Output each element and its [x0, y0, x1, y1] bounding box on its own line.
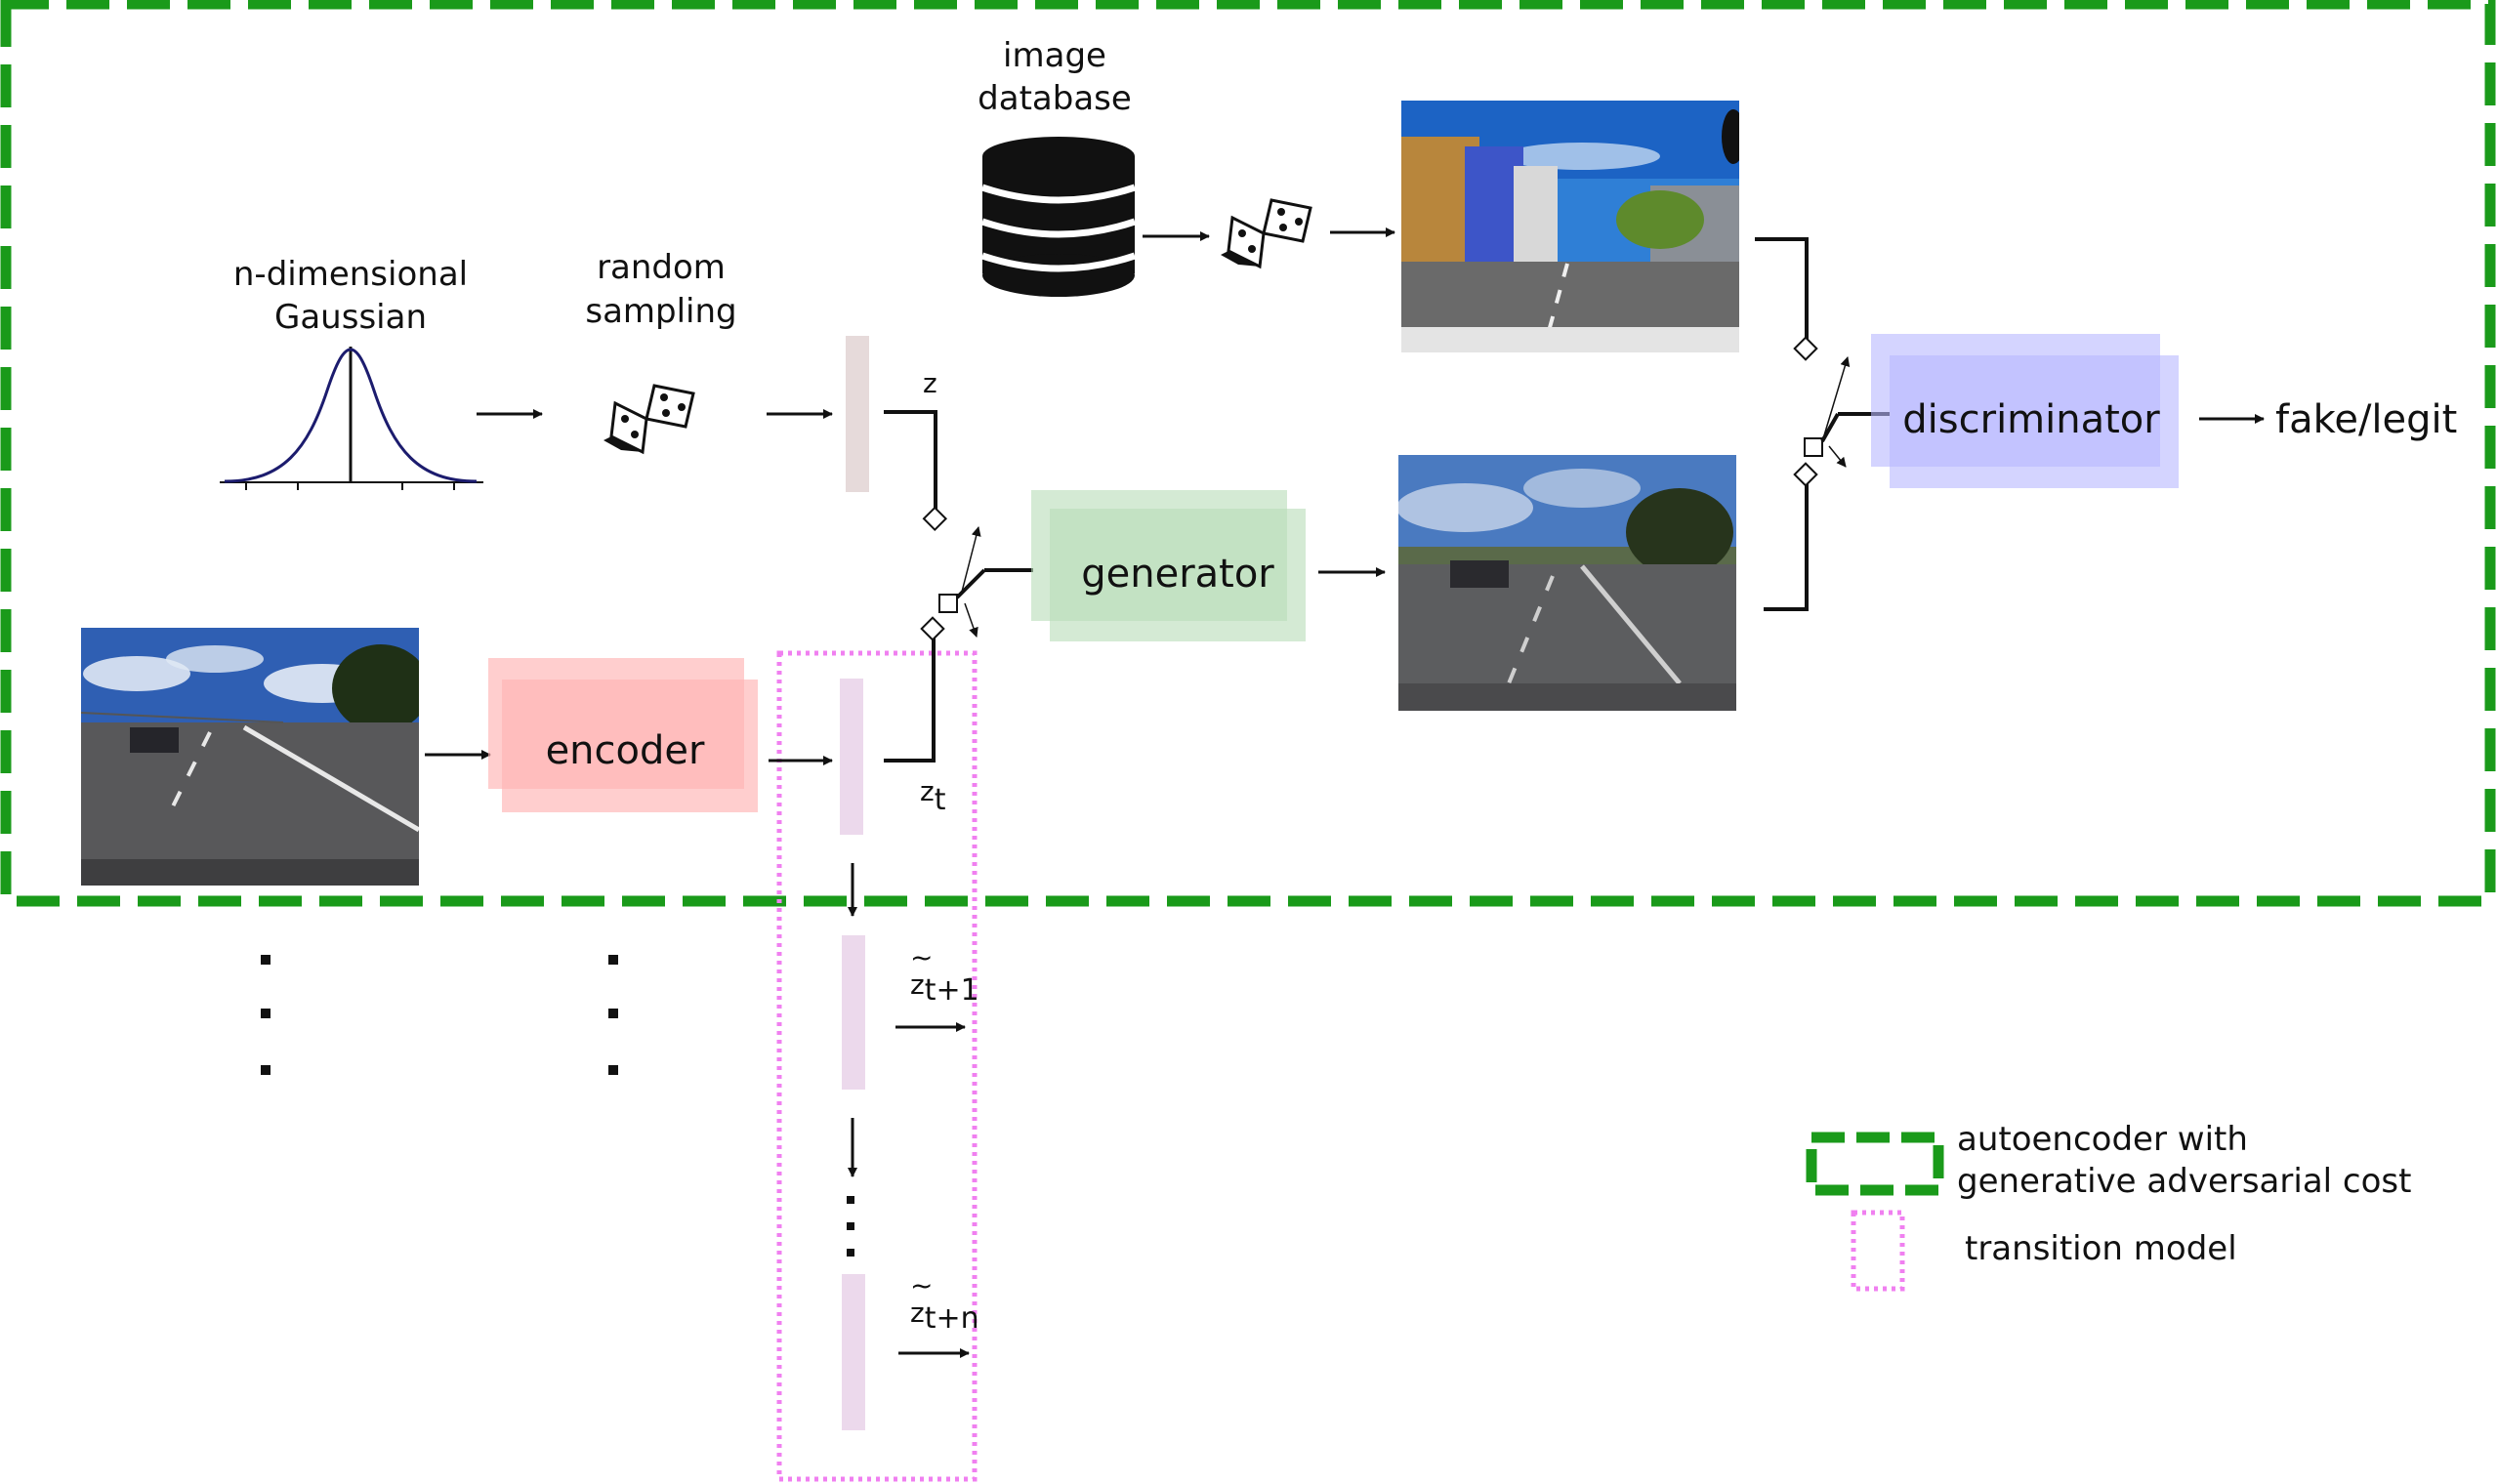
- database-label-2: database: [978, 79, 1132, 118]
- real-connector: [1755, 237, 1809, 342]
- generator-block: generator: [1081, 552, 1274, 597]
- output-label: fake/legit: [2275, 397, 2457, 442]
- z-connector: [884, 410, 937, 519]
- ztn-label: zt+n: [910, 1297, 979, 1336]
- dice-icon: [603, 384, 695, 455]
- latent-zt1-vector: [842, 935, 865, 1090]
- legend-gan-swatch: [1806, 1132, 1944, 1196]
- ztn-tilde: ~: [910, 1269, 933, 1301]
- gaussian-label-1: n-dimensional: [233, 255, 468, 294]
- ellipsis-column-left: [261, 955, 271, 1075]
- legend-gan-label-2: generative adversarial cost: [1957, 1162, 2411, 1201]
- database-dice-icon: [1221, 198, 1312, 269]
- zt-label: zt: [920, 775, 946, 817]
- latent-zt-vector: [840, 679, 863, 835]
- gaussian-label-2: Gaussian: [274, 298, 427, 337]
- legend-transition-swatch: [1851, 1210, 1905, 1292]
- latent-z-vector: [846, 336, 869, 492]
- generated-connector: [1764, 483, 1809, 611]
- generator-input-switch: [938, 526, 1033, 638]
- transition-ellipsis: [847, 1196, 854, 1257]
- gaussian-curve-icon: [220, 347, 483, 490]
- real-street-image: [1401, 101, 1739, 352]
- transition-boundary: [776, 650, 978, 1482]
- legend-transition-label: transition model: [1965, 1229, 2237, 1268]
- zt-connector: [884, 635, 936, 763]
- discriminator-block: discriminator: [1902, 397, 2160, 442]
- random-label-1: random: [597, 248, 726, 287]
- latent-ztn-vector: [842, 1274, 865, 1430]
- database-label-1: image: [1003, 36, 1106, 75]
- input-highway-image: [81, 628, 419, 886]
- generated-street-image: [1398, 455, 1736, 711]
- gan-boundary: [0, 0, 2496, 907]
- zt1-tilde: ~: [910, 941, 933, 973]
- database-icon: [980, 137, 1137, 297]
- encoder-block: encoder: [546, 728, 705, 773]
- legend-gan-label-1: autoencoder with: [1957, 1120, 2248, 1159]
- z-label: z: [923, 367, 937, 399]
- ellipsis-column-middle: [608, 955, 618, 1075]
- random-label-2: sampling: [585, 292, 736, 331]
- zt1-label: zt+1: [910, 969, 979, 1008]
